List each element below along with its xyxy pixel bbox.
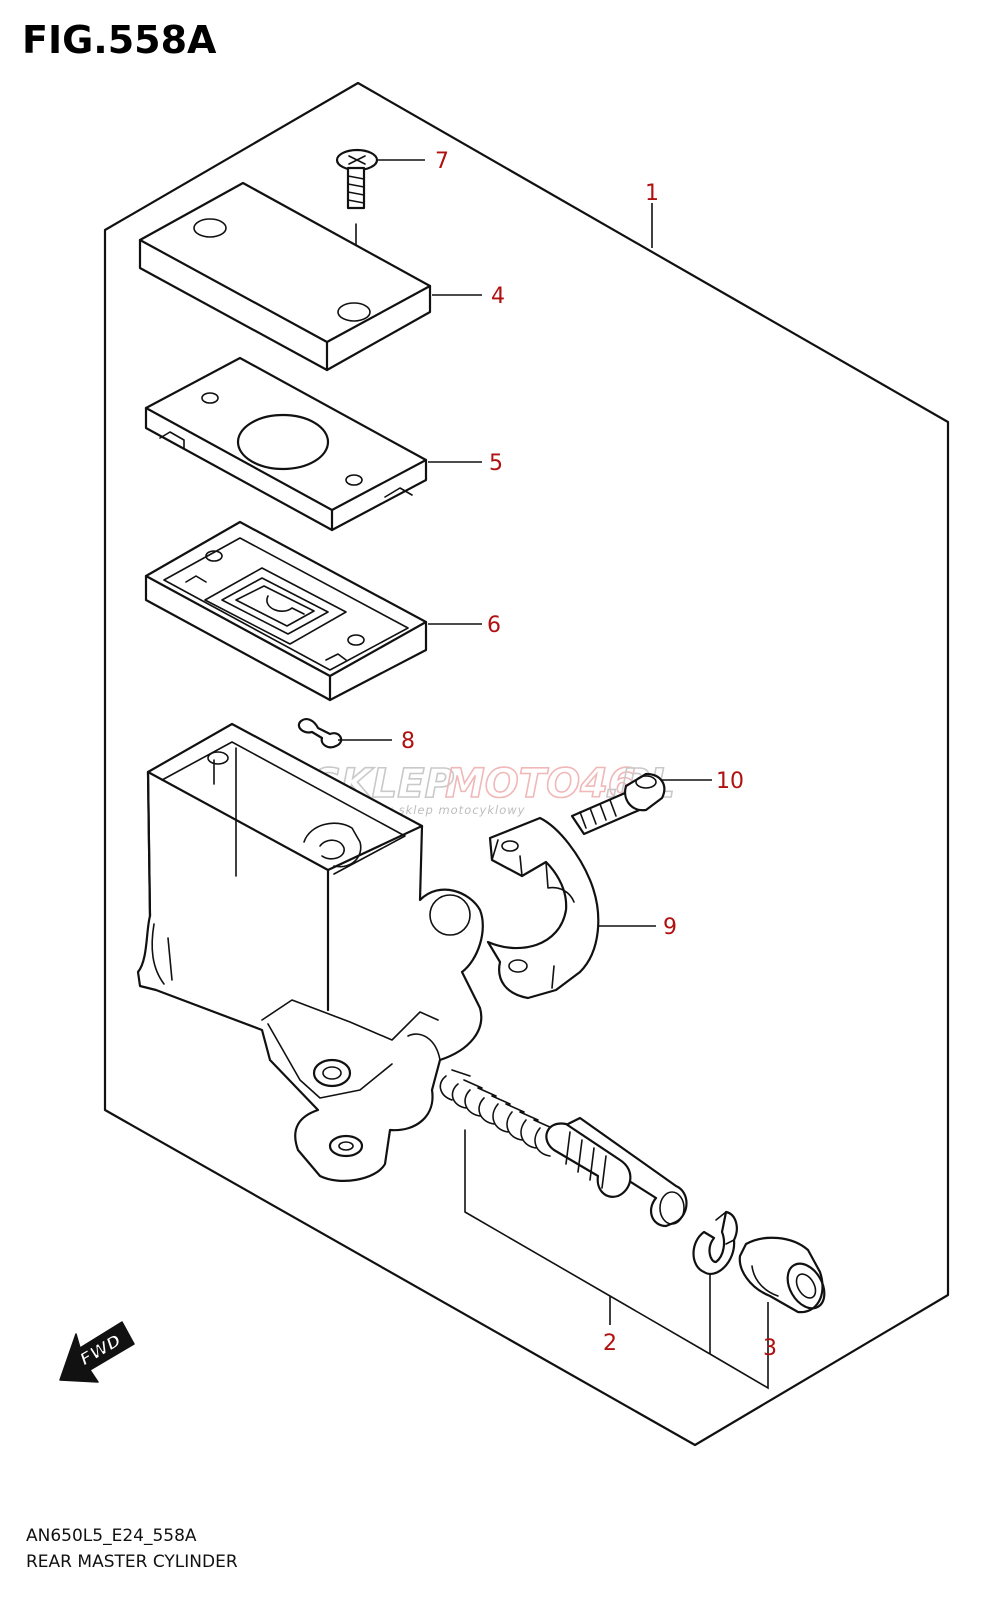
callout-8: 8 <box>401 729 415 754</box>
callout-1: 1 <box>645 181 659 206</box>
part-2-piston-spring <box>439 1069 688 1228</box>
part-5-diaphragm <box>144 356 428 532</box>
part-circlip <box>692 1210 738 1275</box>
callout-2: 2 <box>603 1331 617 1356</box>
callout-6: 6 <box>487 613 501 638</box>
fwd-arrow-icon: FWD <box>59 1321 135 1383</box>
figure-code: AN650L5_E24_558A <box>26 1526 197 1546</box>
callout-5: 5 <box>489 451 503 476</box>
leader-lines <box>338 159 769 1390</box>
part-10-bolt <box>570 772 666 836</box>
callout-7: 7 <box>435 149 449 174</box>
watermark-brand-red: MOTO46 <box>445 761 636 807</box>
part-4-reservoir-cap <box>138 181 432 372</box>
callout-10: 10 <box>716 769 744 794</box>
part-3-boot <box>738 1236 826 1314</box>
master-cylinder-body <box>136 722 484 1182</box>
assembly-outline <box>103 81 950 1447</box>
figure-name: REAR MASTER CYLINDER <box>26 1552 238 1572</box>
part-6-plate <box>144 520 428 702</box>
callout-3: 3 <box>763 1336 777 1361</box>
callout-labels: 1 2 3 4 5 6 7 8 9 10 <box>401 149 777 1361</box>
callout-4: 4 <box>491 284 505 309</box>
callout-9: 9 <box>663 915 677 940</box>
part-8-clip <box>297 718 343 749</box>
figure-title: FIG.558A <box>22 18 217 62</box>
part-9-clamp <box>486 816 600 1000</box>
